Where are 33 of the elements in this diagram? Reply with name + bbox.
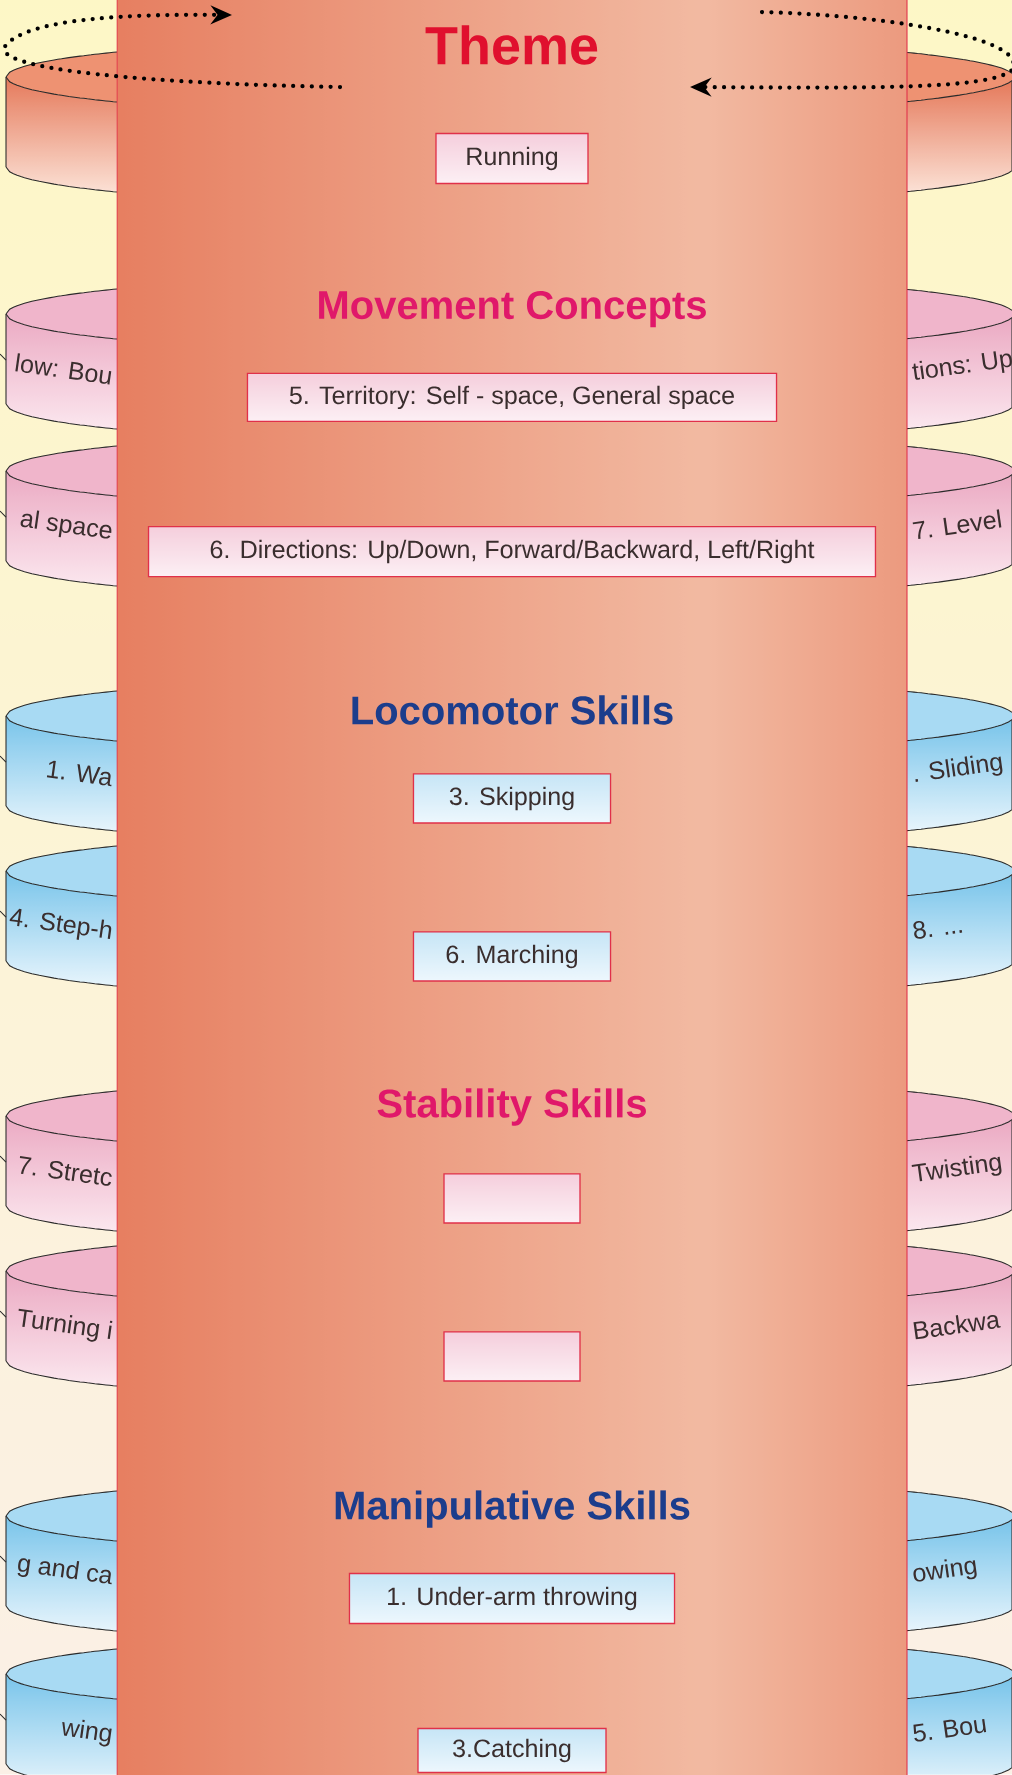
cylinder: Turning i <box>0 1245 118 1387</box>
cylinder: wing <box>0 1648 118 1775</box>
cylinder: al space <box>0 445 118 587</box>
cylinder: Twisting <box>906 1090 1012 1232</box>
empty-box <box>443 1173 581 1224</box>
column-panel <box>116 0 908 1775</box>
section-heading: Manipulative Skills <box>335 1490 690 1528</box>
section-heading: Locomotor Skills <box>352 695 673 725</box>
cylinder <box>906 51 1012 193</box>
text-box: 6. Marching <box>412 931 612 982</box>
cylinder: 7. Stretc <box>0 1090 118 1232</box>
cylinder: 1. Wa <box>0 690 118 832</box>
text-box: 1. Under-arm throwing <box>348 1572 676 1625</box>
cylinder: . Sliding <box>906 690 1012 832</box>
cylinder: tions: Up <box>906 288 1012 430</box>
cylinder: low: Bou <box>0 288 118 430</box>
text-box: 5. Territory: Self - space, General space <box>246 372 778 423</box>
cylinder: Backwa <box>906 1245 1012 1387</box>
cylinder: g and ca <box>0 1490 118 1632</box>
empty-box <box>443 1331 581 1382</box>
cylinder <box>5 51 118 193</box>
cylinder: owing <box>906 1490 1012 1632</box>
text-box: 3.Catching <box>417 1727 607 1774</box>
section-heading: Movement Concepts <box>319 290 706 328</box>
text-box: Running <box>435 132 589 185</box>
cylinder: 4. Step-h <box>0 845 118 987</box>
cylinder: 8. ... <box>906 845 1012 987</box>
cylinder: 7. Level <box>906 445 1012 587</box>
section-heading: Theme <box>425 25 598 65</box>
text-box: 6. Directions: Up/Down, Forward/Backward, Left/Right <box>147 525 877 578</box>
text-box: 3. Skipping <box>412 773 612 824</box>
cylinder: 5. Bou <box>906 1648 1012 1775</box>
section-heading: Stability Skills <box>377 1088 646 1126</box>
